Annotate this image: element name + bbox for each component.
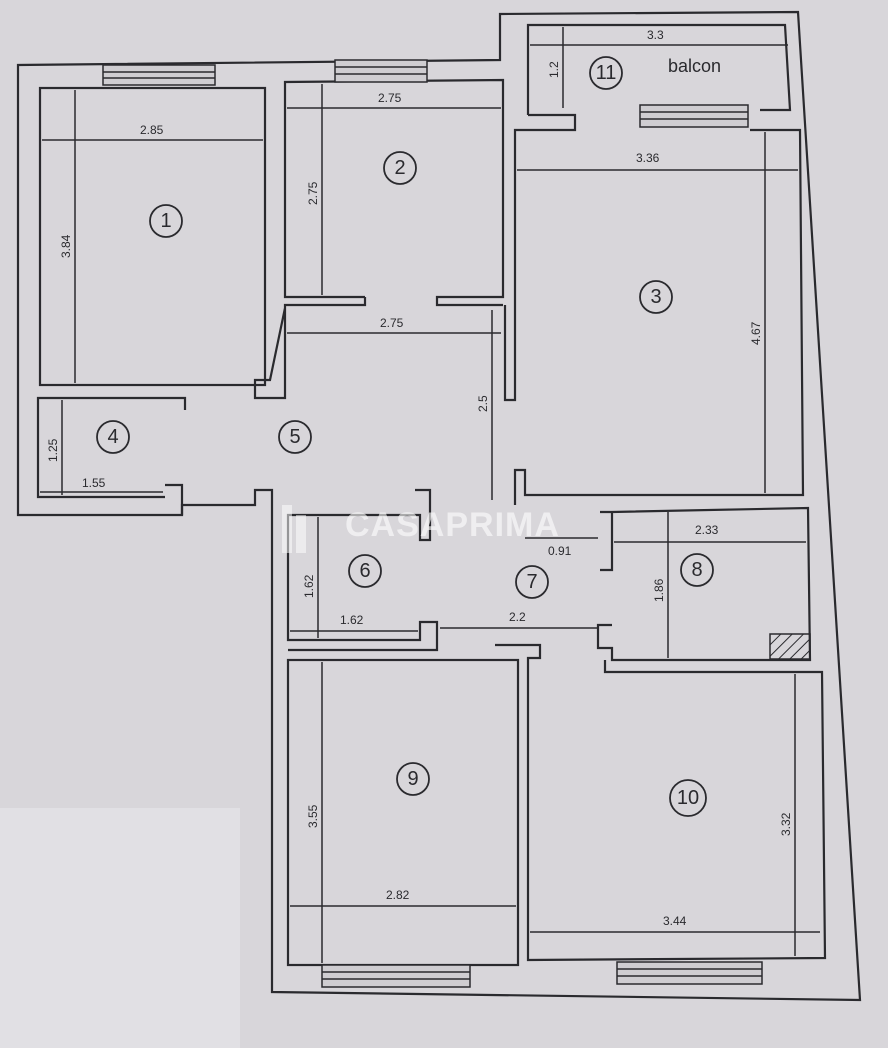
dim-r2-height: 2.75 [306,181,320,205]
room-4-outline [36,396,187,515]
svg-text:10: 10 [677,787,699,809]
dim-r7-width: 0.91 [548,544,572,558]
dim-r9-width: 2.82 [386,888,410,902]
dim-r9-height: 3.55 [306,804,320,828]
room-7-marker: 7 [515,565,549,599]
svg-text:CASAPRIMA: CASAPRIMA [345,506,560,544]
dim-r4-width: 1.55 [82,476,106,490]
watermark: CASAPRIMA [282,505,560,553]
dim-r8-width: 2.33 [695,523,719,537]
dim-balcony-width: 3.3 [647,28,664,42]
svg-text:2: 2 [394,157,405,179]
room-1-outline [38,86,267,387]
room-3-outline [503,113,805,505]
dim-r10-width: 3.44 [663,914,687,928]
room-4-marker: 4 [96,420,130,454]
dim-hall-width: 2.75 [380,316,404,330]
svg-text:6: 6 [359,560,370,582]
dim-r8-height: 1.86 [652,578,666,602]
room-8-marker: 8 [680,553,714,587]
dimension-lines [40,27,820,963]
dim-r4-height: 1.25 [46,438,60,462]
svg-text:7: 7 [526,571,537,593]
dim-r7-length: 2.2 [509,610,526,624]
dim-hall-length: 2.5 [476,395,490,412]
balcony-outline [526,23,792,115]
room-2-outline [283,78,505,307]
room-6-outline [286,488,439,652]
ventilation-shaft [769,633,811,660]
dim-r2-width: 2.75 [378,91,402,105]
room-11-marker: 11 [589,56,623,90]
svg-text:9: 9 [407,768,418,790]
paper-glare [0,808,240,1048]
room-5-marker: 5 [278,420,312,454]
dim-r10-height: 3.32 [779,812,793,836]
room-10-marker: 10 [669,779,707,817]
window [639,104,749,128]
window [321,964,471,988]
dim-r6-height: 1.62 [302,574,316,598]
room-10-outline [495,643,827,962]
hall-wall [253,297,367,400]
svg-text:1: 1 [160,210,171,232]
room-1-marker: 1 [149,204,183,238]
dim-balcony-depth: 1.2 [547,61,561,78]
svg-text:5: 5 [289,426,300,448]
room-2-marker: 2 [383,151,417,185]
svg-text:3: 3 [650,286,661,308]
dim-r3-height: 4.67 [749,321,763,345]
dim-r6-width: 1.62 [340,613,364,627]
room-3-marker: 3 [639,280,673,314]
room-6-marker: 6 [348,554,382,588]
svg-text:11: 11 [596,62,617,84]
window [102,64,216,86]
dim-r1-width: 2.85 [140,123,164,137]
svg-text:4: 4 [107,426,118,448]
window [616,961,763,985]
window [334,59,428,83]
svg-text:8: 8 [691,559,702,581]
room-9-marker: 9 [396,762,430,796]
balcony-label: balcon [668,56,721,76]
dim-r3-width: 3.36 [636,151,660,165]
dim-r1-height: 3.84 [59,234,73,258]
room-8-outline [596,506,812,662]
